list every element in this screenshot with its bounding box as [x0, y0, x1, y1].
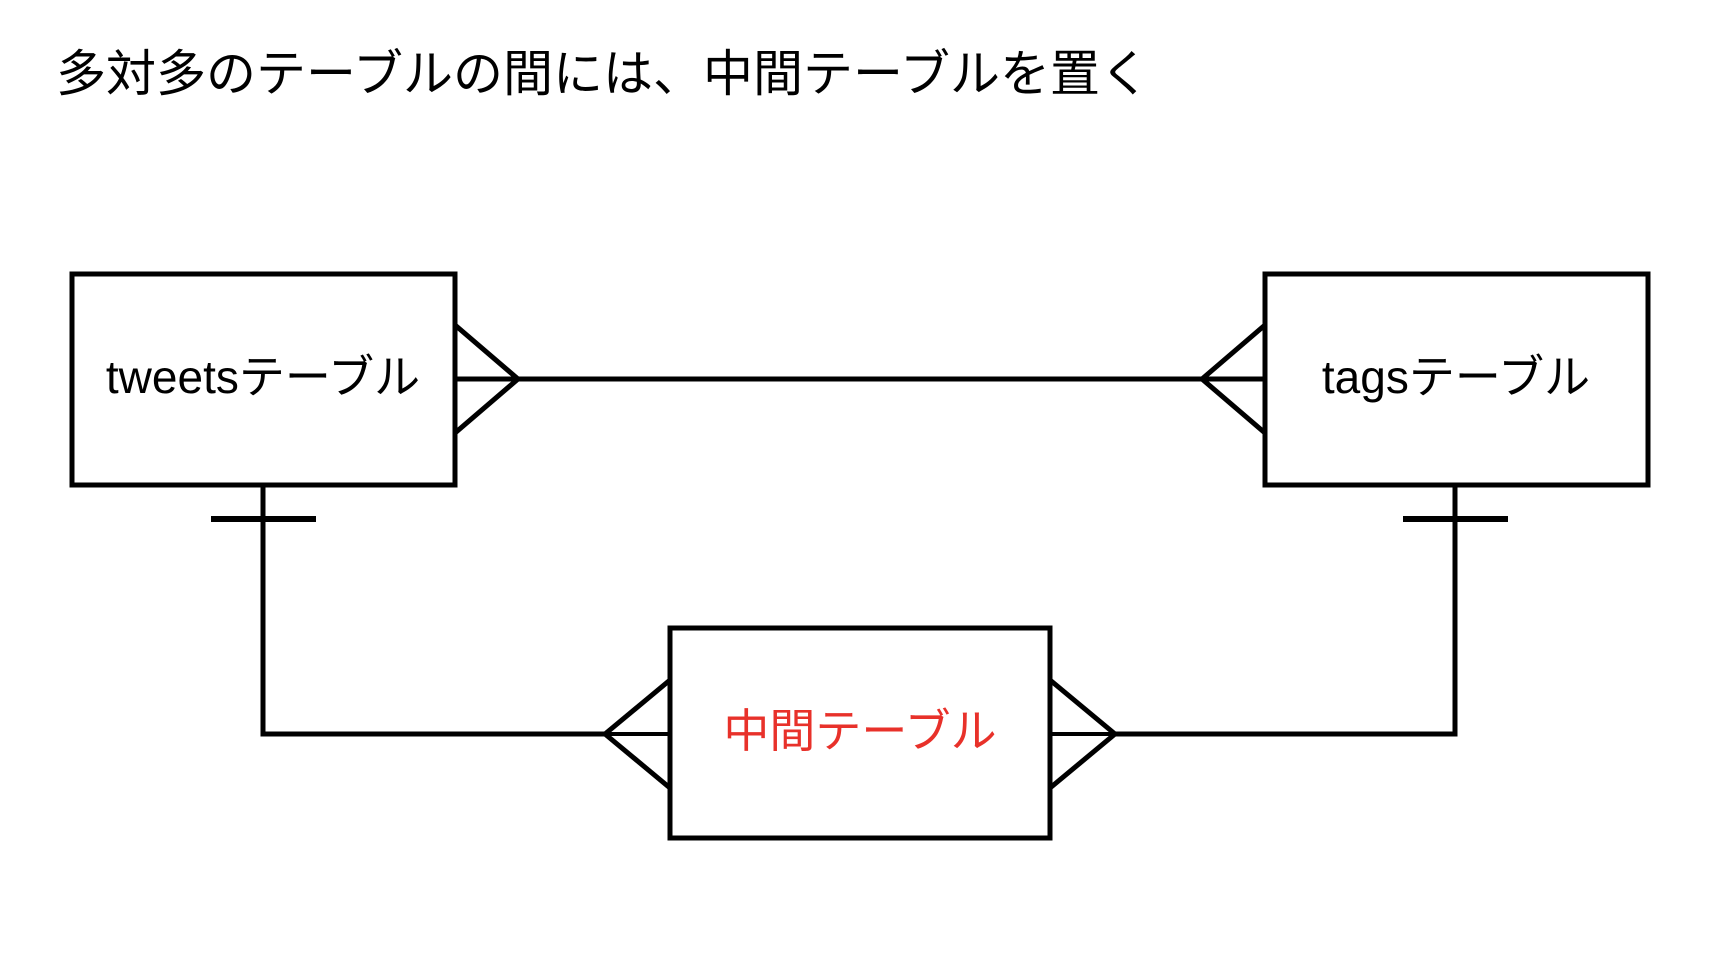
entity-label-junction: 中間テーブル [723, 705, 996, 757]
entity-label-tags: tagsテーブル [1322, 351, 1590, 403]
entity-label-tweets: tweetsテーブル [106, 351, 420, 403]
relationship-line-tweets-junction [260, 485, 605, 737]
entity-junction[interactable]: 中間テーブル [667, 625, 1053, 841]
crowfoot-many-tweets-right [453, 323, 520, 435]
relationship-line-tags-junction [1115, 485, 1458, 737]
entity-box-tweets[interactable] [69, 271, 458, 488]
crowfoot-many-junction-left [603, 678, 672, 790]
entity-tags[interactable]: tagsテーブル [1262, 271, 1651, 488]
relationship-tweets-tags [453, 323, 1267, 435]
page-title: 多対多のテーブルの間には、中間テーブルを置く [56, 46, 1150, 102]
entity-box-tags[interactable] [1262, 271, 1651, 488]
relationship-tweets-junction [211, 485, 672, 790]
entity-box-junction[interactable] [667, 625, 1053, 841]
entity-tweets[interactable]: tweetsテーブル [69, 271, 458, 488]
crowfoot-many-tags-left [1200, 323, 1267, 435]
relationship-tags-junction [1048, 485, 1508, 790]
crowfoot-many-junction-right [1048, 678, 1117, 790]
